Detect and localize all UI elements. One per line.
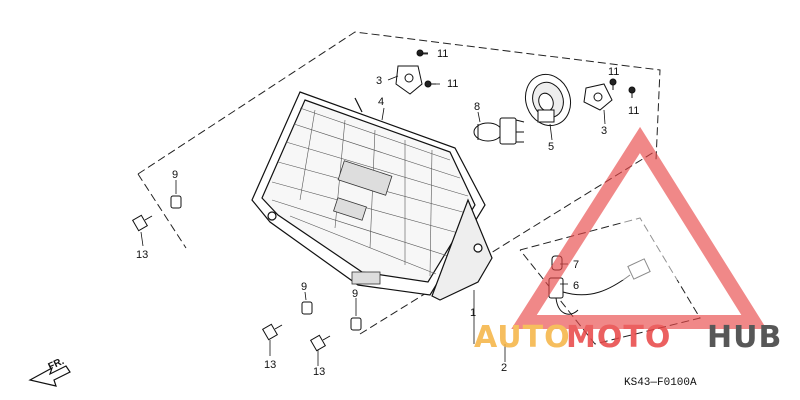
callout-7: 7: [573, 259, 579, 271]
callout-3: 3: [601, 125, 607, 137]
callout-8: 8: [474, 101, 480, 113]
callout-11: 11: [437, 48, 448, 60]
callout-9: 9: [352, 288, 358, 300]
callout-2: 2: [501, 362, 507, 374]
callout-13: 13: [313, 366, 325, 378]
callout-5: 5: [548, 141, 554, 153]
watermark-text-auto: AUTO: [474, 320, 571, 355]
callout-9: 9: [172, 169, 178, 181]
bolts-13: [131, 214, 331, 352]
callout-9: 9: [301, 281, 307, 293]
callout-13: 13: [136, 249, 148, 261]
watermark-logo: AUTO MOTO HUB: [474, 126, 782, 355]
callout-11: 11: [608, 66, 619, 78]
front-direction-indicator: FR.: [28, 356, 71, 387]
callout-6: 6: [573, 280, 579, 292]
callout-3: 3: [376, 75, 382, 87]
callout-1: 1: [470, 307, 476, 319]
mounting-bracket-left: [395, 65, 423, 95]
grommets-9: [170, 195, 362, 331]
callout-4: 4: [378, 96, 384, 108]
watermark-text-moto: MOTO: [566, 320, 671, 355]
mounting-bracket-right: [583, 83, 613, 111]
callout-labels: 11 3 11 4 8 5 11 11 3 9 13 9 9 13 13 1 2…: [136, 48, 639, 378]
dust-cover: [524, 73, 572, 127]
callout-11: 11: [447, 78, 458, 90]
watermark-text-hub: HUB: [707, 320, 782, 355]
callout-13: 13: [264, 359, 276, 371]
watermark-triangle-icon: [511, 126, 767, 329]
callout-11: 11: [628, 105, 639, 117]
headlight-bulb: [473, 117, 525, 145]
diagram-part-code: KS43—F0100A: [624, 377, 697, 389]
screws-11: [416, 49, 636, 98]
headlight-unit: [251, 91, 493, 301]
front-arrow-icon: [28, 365, 71, 387]
